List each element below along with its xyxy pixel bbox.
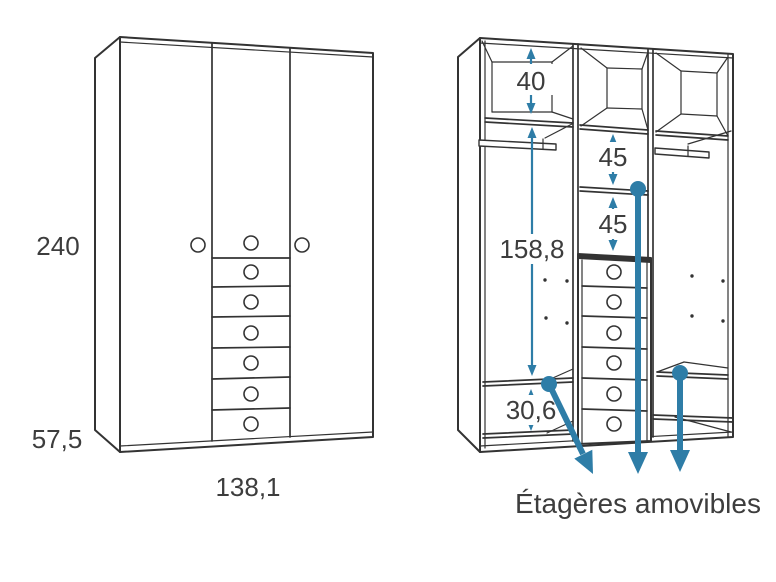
interior-wardrobe-view: 40 45 45 158,8 30,6 (457, 37, 761, 519)
door-knob (294, 237, 310, 253)
removable-shelf-arrow-middle (628, 189, 648, 474)
hanging-rod (478, 139, 557, 151)
drawer-knob (606, 264, 622, 280)
exterior-frame-lines (119, 41, 374, 447)
width-dimension-label: 138,1 (215, 472, 280, 502)
exterior-wardrobe-view: 240 57,5 138,1 (32, 36, 374, 502)
shelf-gap-upper-label: 45 (599, 142, 628, 172)
depth-dimension-label: 57,5 (32, 424, 83, 454)
height-dimension-label: 240 (36, 231, 79, 261)
drawer-knob (606, 325, 622, 341)
drawer-knob (606, 294, 622, 310)
drawer-knob (243, 264, 259, 280)
removable-shelves-caption: Étagères amovibles (515, 488, 761, 519)
interior-side-panel (457, 37, 481, 453)
drawer-knob (243, 386, 259, 402)
hanging-rod (654, 147, 710, 159)
dimension-labels: 40 45 45 158,8 30,6 (499, 64, 634, 425)
drawer-knob (606, 386, 622, 402)
drawer-knob (606, 355, 622, 371)
exterior-knobs (190, 235, 310, 432)
base-gap-label: 30,6 (506, 395, 557, 425)
door-knob (243, 235, 259, 251)
shelf-gap-lower-label: 45 (599, 209, 628, 239)
drawer-knob (606, 416, 622, 432)
removable-shelf-arrow-right (670, 373, 690, 472)
top-gap-label: 40 (517, 66, 546, 96)
exterior-drawer-fronts (211, 257, 291, 411)
removable-shelf-markers (541, 181, 690, 474)
door-knob (190, 237, 206, 253)
removable-shelf-arrow-left (546, 382, 593, 474)
interior-drawer-unit (577, 253, 652, 445)
drawer-knob (243, 325, 259, 341)
hanging-rods (478, 123, 732, 159)
drawer-knob (243, 416, 259, 432)
side-height-label: 158,8 (499, 234, 564, 264)
shelf-pin-holes (543, 274, 725, 325)
drawer-knob (243, 355, 259, 371)
drawer-knob (243, 294, 259, 310)
exterior-side-panel (94, 36, 121, 453)
right-bottom-shelves (652, 361, 734, 433)
